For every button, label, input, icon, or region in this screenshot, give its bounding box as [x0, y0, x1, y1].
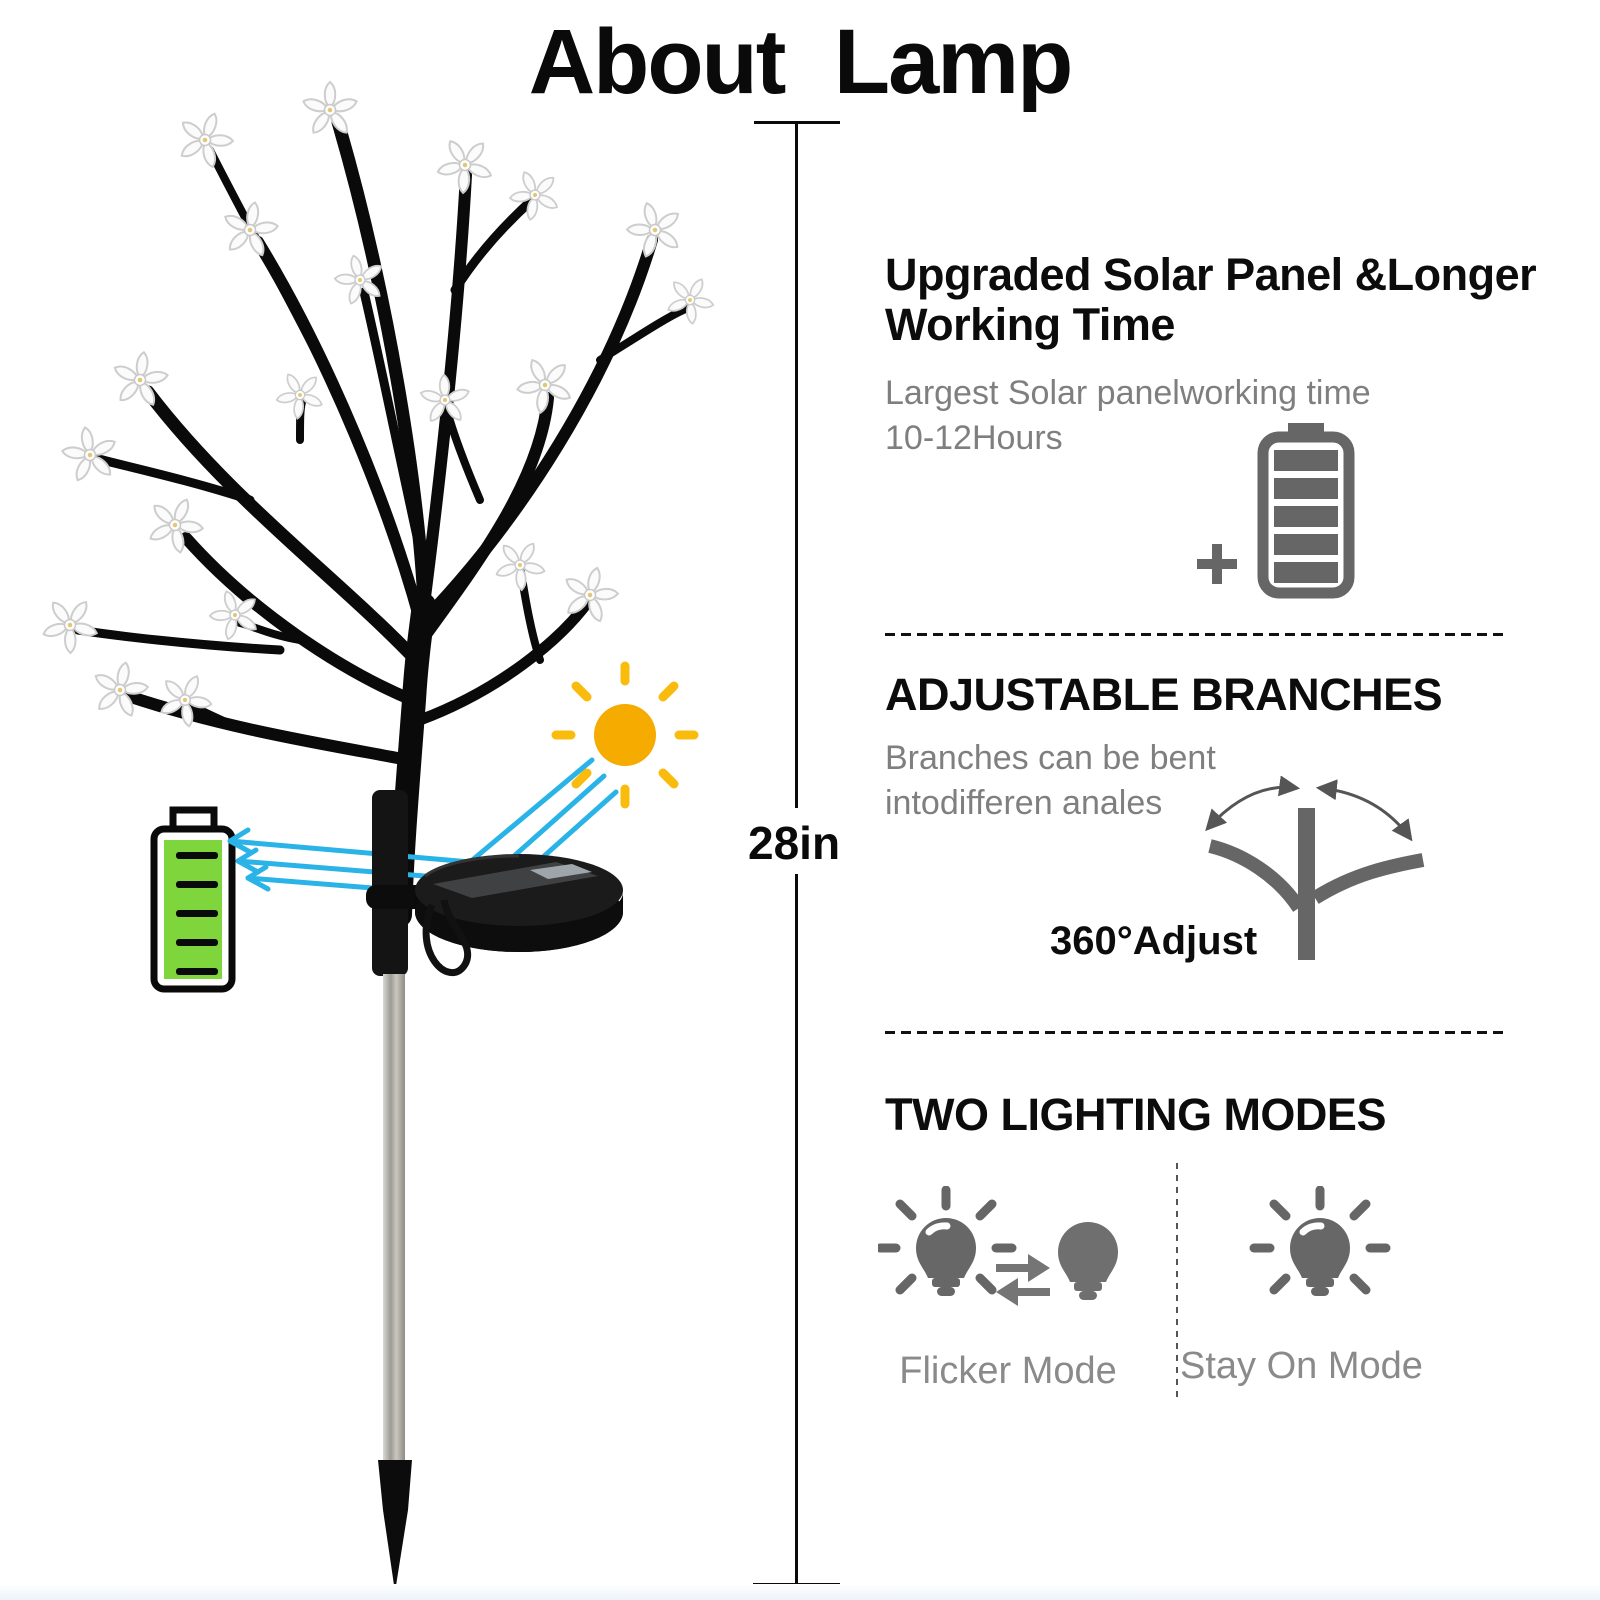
- battery-level-icon: [1257, 423, 1355, 599]
- solar-panel-disc: [415, 854, 623, 976]
- section-branches-body: Branches can be bent intodifferen anales: [885, 736, 1442, 826]
- section-modes: TWO LIGHTING MODES: [885, 1089, 1386, 1140]
- battery-plus-icon-group: [1197, 423, 1355, 599]
- bottom-edge-strip: [0, 1584, 1600, 1600]
- stake-spike: [378, 1460, 412, 1592]
- section-solar-body: Largest Solar panelworking time 10-12Hou…: [885, 371, 1536, 461]
- divider-1: [885, 633, 1507, 636]
- plus-icon: [1197, 544, 1237, 584]
- branches-body-line1: Branches can be bent: [885, 739, 1216, 778]
- measure-label: 28in: [748, 817, 841, 869]
- charging-battery-icon: [150, 806, 236, 993]
- bendable-branch-icon: [1205, 776, 1425, 960]
- pole-sleeve: [372, 790, 408, 976]
- blossom-tree: [73, 115, 692, 927]
- flicker-bulbs-icon: [878, 1186, 1118, 1306]
- product-artwork: [31, 81, 724, 1592]
- sun-icon: [551, 661, 699, 809]
- measure-top-tick: [754, 121, 840, 124]
- stay-on-bulb-icon: [1232, 1186, 1407, 1296]
- ground-stake: [383, 974, 405, 1464]
- section-modes-heading: TWO LIGHTING MODES: [885, 1089, 1386, 1140]
- divider-2: [885, 1031, 1507, 1034]
- solar-body-line2: 10-12Hours: [885, 418, 1063, 457]
- swap-arrows-icon: [996, 1254, 1050, 1306]
- solar-body-line1: Largest Solar panelworking time: [885, 373, 1371, 412]
- modes-divider: [1176, 1163, 1178, 1400]
- flicker-mode-label: Flicker Mode: [899, 1350, 1117, 1392]
- page-title: About Lamp: [528, 11, 1074, 113]
- section-branches: ADJUSTABLE BRANCHES Branches can be bent…: [885, 669, 1443, 826]
- branch-adjust-caption: 360°Adjust: [1050, 919, 1258, 963]
- branches-body-line2: intodifferen anales: [885, 784, 1163, 823]
- section-branches-heading: ADJUSTABLE BRANCHES: [885, 669, 1443, 720]
- section-solar: Upgraded Solar Panel &Longer Working Tim…: [885, 249, 1537, 461]
- plain-bulb-icon: [1058, 1222, 1118, 1300]
- measure-line-upper: [795, 124, 798, 808]
- solar-heading-line1: Upgraded Solar Panel &Longer: [885, 249, 1537, 300]
- stay-on-mode-label: Stay On Mode: [1180, 1345, 1423, 1387]
- section-solar-heading: Upgraded Solar Panel &Longer Working Tim…: [885, 249, 1537, 351]
- measure-line-lower: [795, 874, 798, 1583]
- solar-heading-line2: Working Time: [885, 299, 1175, 351]
- shining-bulb-icon: [880, 1190, 1012, 1296]
